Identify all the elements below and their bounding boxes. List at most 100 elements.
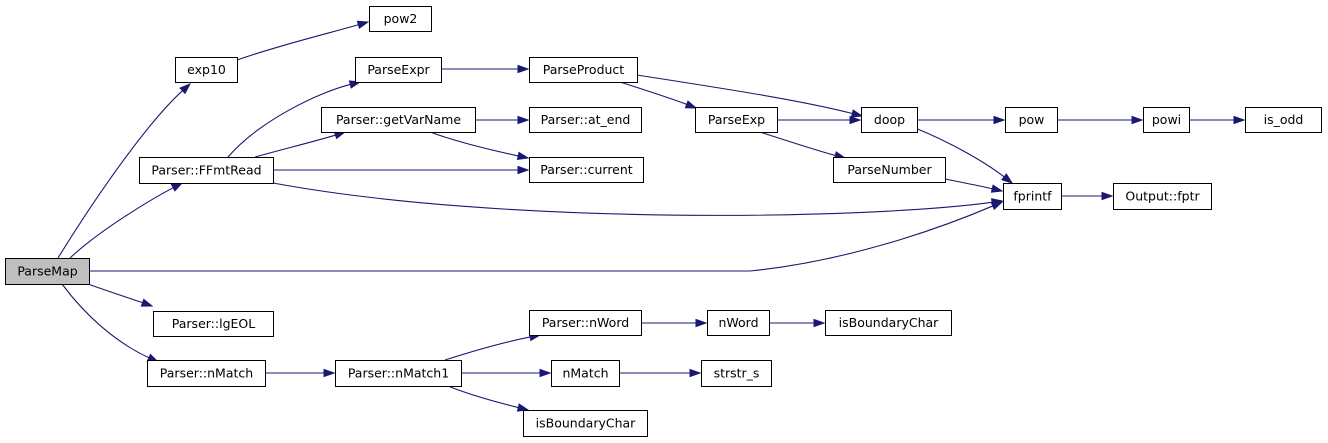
edge-line (759, 131, 836, 156)
node-label: strstr_s (714, 366, 760, 381)
node-parseexpr[interactable]: ParseExpr (355, 57, 442, 83)
node-label: exp10 (187, 62, 226, 77)
edge-ParseMap-to-lgEOL (87, 283, 154, 307)
node-box (5, 258, 90, 285)
arrowhead-icon (993, 115, 1006, 125)
node-label: Parser::nMatch1 (348, 366, 449, 381)
edge-ParseExp-to-doop (777, 115, 862, 125)
node-box (1245, 107, 1322, 133)
node-pow2[interactable]: pow2 (369, 6, 432, 32)
edge-line (254, 134, 336, 158)
edge-ParseMap-to-FFmtRead (69, 182, 184, 259)
node-box (707, 310, 770, 336)
node-box (139, 157, 274, 184)
node-fprintf[interactable]: fprintf (1003, 183, 1062, 210)
node-box (321, 107, 476, 133)
edge-FFmtRead-to-getVarName (254, 131, 347, 158)
node-box (551, 360, 620, 387)
edge-fprintf-to-fptr (1061, 191, 1114, 201)
node-label: ParseNumber (847, 162, 932, 177)
arrowhead-icon (539, 368, 552, 378)
edge-doop-to-fprintf (914, 127, 1014, 184)
edge-line (227, 83, 351, 158)
arrowhead-icon (517, 165, 530, 175)
edge-getVarName-to-current (429, 131, 530, 161)
edge-nMatch-to-nMatch1 (265, 368, 336, 378)
node-pnword[interactable]: Parser::nWord (529, 310, 642, 336)
node-label: Parser::getVarName (336, 112, 461, 127)
node-parseexp[interactable]: ParseExp (695, 107, 778, 133)
node-label: nWord (718, 315, 758, 330)
arrowhead-icon (170, 182, 184, 192)
edge-powi-to-is_odd (1189, 115, 1246, 125)
node-isboundarychar2[interactable]: isBoundaryChar (523, 410, 648, 437)
arrowhead-icon (1233, 115, 1246, 125)
arrowhead-icon (1131, 115, 1144, 125)
edge-ParseProduct-to-doop (636, 74, 864, 118)
node-box (1113, 183, 1212, 210)
edge-ParseMap-to-exp10 (57, 83, 192, 259)
arrowhead-icon (356, 20, 370, 30)
arrowhead-icon (849, 115, 862, 125)
node-doop[interactable]: doop (861, 107, 918, 133)
node-current[interactable]: Parser::current (529, 157, 644, 183)
node-nword[interactable]: nWord (707, 310, 770, 336)
edge-doop-to-pow (917, 115, 1006, 125)
node-getvarname[interactable]: Parser::getVarName (321, 107, 476, 133)
node-box (861, 107, 918, 133)
node-nmatch[interactable]: Parser::nMatch (147, 360, 266, 387)
node-fptr[interactable]: Output::fptr (1113, 183, 1212, 210)
node-parsemap[interactable]: ParseMap (5, 258, 90, 285)
node-label: ParseMap (17, 264, 77, 279)
arrowhead-icon (813, 318, 826, 328)
node-label: ParseExp (708, 112, 765, 127)
node-box (833, 157, 946, 183)
edge-line (636, 74, 853, 115)
node-box (369, 6, 432, 32)
node-box (529, 310, 642, 336)
node-parseproduct[interactable]: ParseProduct (529, 57, 638, 83)
edge-ParseNumber-to-fprintf (944, 178, 1004, 193)
edge-line (429, 131, 519, 157)
node-parsenumber[interactable]: ParseNumber (833, 157, 946, 183)
node-nmatch1[interactable]: Parser::nMatch1 (335, 360, 462, 387)
node-strstr-s[interactable]: strstr_s (701, 360, 772, 387)
arrowhead-icon (516, 403, 530, 412)
edge-line (236, 24, 359, 61)
node-box (147, 360, 266, 387)
edge-line (87, 283, 143, 304)
node-pow[interactable]: pow (1005, 107, 1058, 133)
arrowhead-icon (179, 83, 192, 95)
edge-ParseProduct-to-ParseExp (619, 81, 698, 109)
node-at-end[interactable]: Parser::at_end (529, 107, 642, 133)
node-powi[interactable]: powi (1143, 107, 1190, 133)
edge-nWord-to-isBoundaryChar1 (769, 318, 826, 328)
node-label: powi (1152, 112, 1181, 127)
node-isboundarychar1[interactable]: isBoundaryChar (825, 310, 952, 336)
node-exp10[interactable]: exp10 (175, 57, 238, 83)
node-box (825, 310, 952, 336)
node-cnmatch[interactable]: nMatch (551, 360, 620, 387)
node-label: is_odd (1264, 112, 1304, 127)
node-label: isBoundaryChar (839, 315, 939, 330)
arrowhead-icon (990, 184, 1004, 193)
node-box (153, 311, 274, 337)
arrowhead-icon (991, 198, 1004, 207)
node-is-odd[interactable]: is_odd (1245, 107, 1322, 133)
node-ffmtread[interactable]: Parser::FFmtRead (139, 157, 274, 184)
arrowhead-icon (1001, 173, 1014, 184)
edge-ParseExpr-to-ParseProduct (441, 64, 530, 74)
edges-layer (57, 20, 1246, 412)
arrowhead-icon (1101, 191, 1114, 201)
edge-line (447, 385, 519, 409)
node-box (355, 57, 442, 83)
arrowhead-icon (140, 298, 154, 307)
node-box (529, 57, 638, 83)
arrowhead-icon (517, 64, 530, 74)
edge-nMatch1-to-cnMatch (461, 368, 552, 378)
node-lgeol[interactable]: Parser::lgEOL (153, 311, 274, 337)
node-label: Parser::FFmtRead (151, 163, 261, 178)
node-box (1003, 183, 1062, 210)
